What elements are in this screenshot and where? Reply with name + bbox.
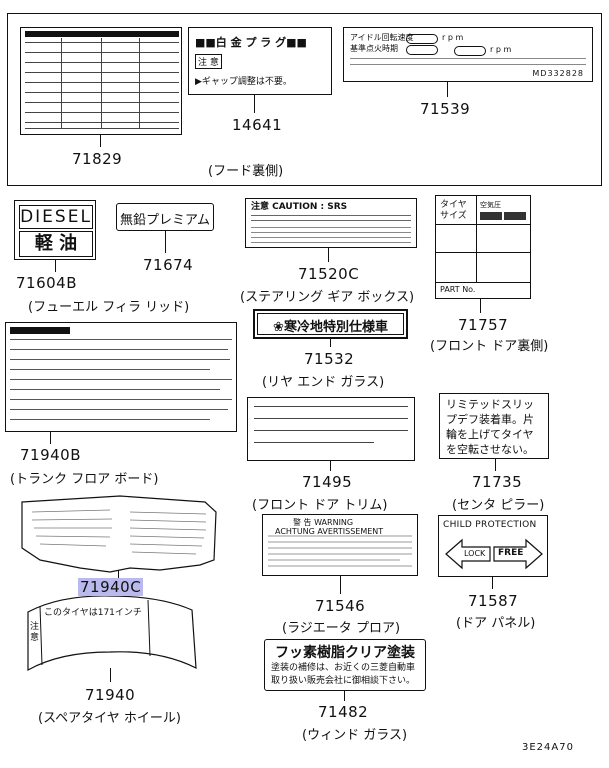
label-71546-sub: ACHTUNG AVERTISSEMENT: [275, 527, 384, 536]
leader-71829: [100, 135, 101, 147]
part-number-71539: 71539: [420, 100, 471, 118]
leader-71674: [165, 231, 166, 253]
part-number-71482: 71482: [318, 703, 369, 721]
leader-71520c: [328, 248, 329, 262]
label-71482: フッ素樹脂クリア塗装 塗装の補修は、お近くの三菱自動車取り扱い販売会社に御相談下…: [264, 639, 426, 691]
caption-71532: (リヤ エンド ガラス): [262, 375, 385, 390]
leader-71940: [110, 668, 111, 682]
label-71546: 警 告 WARNING ACHTUNG AVERTISSEMENT: [262, 514, 418, 576]
diagram-code: 3E24A70: [522, 742, 574, 753]
label-71587: CHILD PROTECTION: [438, 515, 548, 577]
lock-arrow-icon: [445, 538, 491, 570]
label-71587-title: CHILD PROTECTION: [443, 520, 537, 530]
label-71539-line1: アイドル回転速度: [350, 33, 414, 42]
label-71940-shape: [27, 595, 197, 672]
part-number-71604b: 71604B: [16, 274, 78, 292]
leader-71735: [495, 459, 496, 471]
label-71735-text: リミテッドスリップデフ装着車。片輪を上げてタイヤを空転させない。: [446, 398, 534, 456]
label-71520c-title: 注意 CAUTION : SRS: [251, 202, 348, 212]
caption-71757: (フロント ドア裏側): [430, 339, 549, 354]
part-number-71546: 71546: [315, 597, 366, 615]
label-14641: ■■白 金 プ ラ グ■■ 注 意 ▶ギャップ調整は不要。: [188, 27, 332, 95]
caption-71482: (ウィンド ガラス): [302, 728, 408, 743]
label-71674: 無鉛プレミアム: [116, 203, 214, 231]
part-number-71495: 71495: [302, 473, 353, 491]
leader-71757: [480, 299, 481, 313]
label-14641-title: ■■白 金 プ ラ グ■■: [195, 36, 307, 49]
label-71757: タイヤ サイズ 空気圧 PART No.: [435, 195, 531, 299]
leader-71532: [330, 339, 331, 347]
caption-71546: (ラジエータ プロア): [282, 621, 401, 636]
caption-71520c: (ステアリング ギア ボックス): [240, 290, 415, 305]
label-71674-text: 無鉛プレミアム: [119, 213, 211, 228]
leader-71495: [330, 461, 331, 471]
label-71532-text: ❀寒冷地特別仕様車: [273, 320, 388, 335]
label-71587-lock: LOCK: [464, 549, 486, 558]
leader-71482: [344, 691, 345, 701]
part-number-71674: 71674: [143, 256, 194, 274]
part-number-14641: 14641: [232, 116, 283, 134]
label-71940-text2: 注意: [30, 622, 40, 643]
part-number-71940c[interactable]: 71940C: [78, 578, 144, 596]
caption-71495: (フロント ドア トリム): [252, 498, 388, 513]
label-71532: ❀寒冷地特別仕様車: [253, 309, 408, 339]
label-71539-code: MD332828: [532, 69, 584, 78]
caption-71940: (スペアタイヤ ホイール): [38, 711, 181, 726]
label-71482-text: 塗装の補修は、お近くの三菱自動車取り扱い販売会社に御相談下さい。: [271, 663, 416, 686]
hood-group-caption: (フード裏側): [208, 164, 284, 179]
part-number-71520c: 71520C: [298, 265, 360, 283]
label-71940-text1: このタイヤは171インチ: [44, 608, 142, 618]
label-71604b-line2: 軽 油: [19, 231, 93, 257]
leader-71604b: [55, 260, 56, 272]
part-number-71587: 71587: [468, 592, 519, 610]
label-71604b: DIESEL 軽 油: [14, 200, 96, 260]
label-71735: リミテッドスリップデフ装着車。片輪を上げてタイヤを空転させない。: [439, 393, 549, 459]
free-arrow-icon: [493, 538, 543, 570]
part-number-71940: 71940: [85, 686, 136, 704]
part-number-71829: 71829: [72, 150, 123, 168]
label-71940b: [5, 322, 237, 432]
leader-14641: [254, 95, 255, 113]
label-14641-sub: 注 意: [195, 54, 222, 69]
caption-71587: (ドア パネル): [456, 616, 536, 631]
caption-71735: (センタ ピラー): [452, 498, 545, 513]
label-71539-line2: 基準点火時期: [350, 44, 398, 53]
label-71757-tire: タイヤ サイズ: [440, 200, 467, 221]
leader-71587: [492, 577, 493, 589]
caption-71604b: (フューエル フィラ リッド): [28, 300, 190, 315]
label-71757-pressure: 空気圧: [480, 201, 501, 209]
leader-71940c: [118, 570, 119, 578]
label-71829: [20, 27, 182, 135]
label-71940c-shape: [21, 495, 217, 573]
label-71587-free: FREE: [498, 548, 524, 558]
label-71520c: 注意 CAUTION : SRS: [245, 198, 417, 248]
part-number-71532: 71532: [304, 350, 355, 368]
part-number-71735: 71735: [472, 473, 523, 491]
label-71539: アイドル回転速度 r p m 基準点火時期 r p m MD332828: [343, 27, 593, 82]
part-number-71940b: 71940B: [20, 446, 82, 464]
label-71604b-line1: DIESEL: [19, 205, 93, 229]
label-71539-unit-1: r p m: [442, 33, 464, 42]
leader-71539: [447, 82, 448, 97]
label-14641-text: ▶ギャップ調整は不要。: [195, 77, 292, 87]
leader-71546: [340, 576, 341, 594]
caption-71940b: (トランク フロア ボード): [10, 472, 159, 487]
label-71546-title: 警 告 WARNING: [293, 518, 354, 527]
label-71539-unit-2: r p m: [490, 45, 512, 54]
leader-71940b: [50, 432, 51, 444]
part-number-71757: 71757: [458, 316, 509, 334]
label-71495: [247, 397, 415, 461]
label-71482-title: フッ素樹脂クリア塗装: [275, 645, 415, 661]
label-71757-part: PART No.: [440, 285, 476, 294]
